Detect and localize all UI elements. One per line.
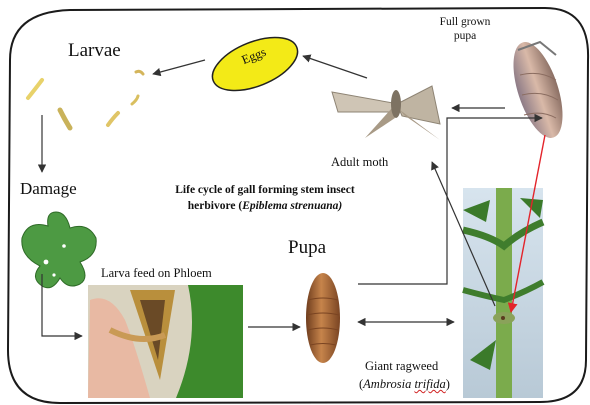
host-genus: Ambrosia	[363, 377, 411, 391]
title-species: Epiblema strenuana)	[242, 200, 342, 212]
larva-2	[60, 110, 70, 128]
label-full-grown-pupa: Full grown pupa	[430, 15, 500, 44]
label-host-scientific: (Ambrosia trifida)	[359, 378, 450, 392]
adult-moth-image	[332, 86, 440, 140]
host-epithet: trifida	[414, 377, 445, 391]
full-grown-pupa-image	[504, 36, 573, 143]
title-line2: herbivore (Epiblema strenuana)	[150, 199, 380, 215]
title-line1: Life cycle of gall forming stem insect	[150, 183, 380, 199]
label-full-grown-line1: Full grown	[440, 16, 491, 28]
diagram-title: Life cycle of gall forming stem insect h…	[150, 183, 380, 214]
giant-ragweed-image	[463, 188, 543, 398]
eggs-ellipse	[205, 27, 305, 102]
host-close-paren: )	[446, 377, 450, 391]
larva-4	[132, 96, 138, 104]
title-line2-prefix: herbivore (	[188, 200, 242, 212]
label-giant-ragweed: Giant ragweed	[365, 360, 438, 374]
label-larvae: Larvae	[68, 41, 121, 62]
label-larva-feed: Larva feed on Phloem	[101, 267, 212, 281]
label-adult-moth: Adult moth	[331, 156, 388, 170]
arrow-eggs-to-larvae	[153, 60, 205, 74]
label-full-grown-line2: pupa	[454, 30, 476, 42]
larva-feeding-image	[88, 285, 243, 398]
pupa-image	[306, 273, 340, 363]
larvae-group	[28, 71, 143, 128]
larva-5	[136, 71, 143, 74]
arrow-moth-to-eggs	[303, 56, 367, 78]
larva-1	[28, 80, 42, 98]
larva-3	[108, 113, 118, 125]
damaged-leaf-image	[22, 212, 96, 288]
label-pupa: Pupa	[288, 238, 326, 259]
label-damage: Damage	[20, 180, 77, 199]
